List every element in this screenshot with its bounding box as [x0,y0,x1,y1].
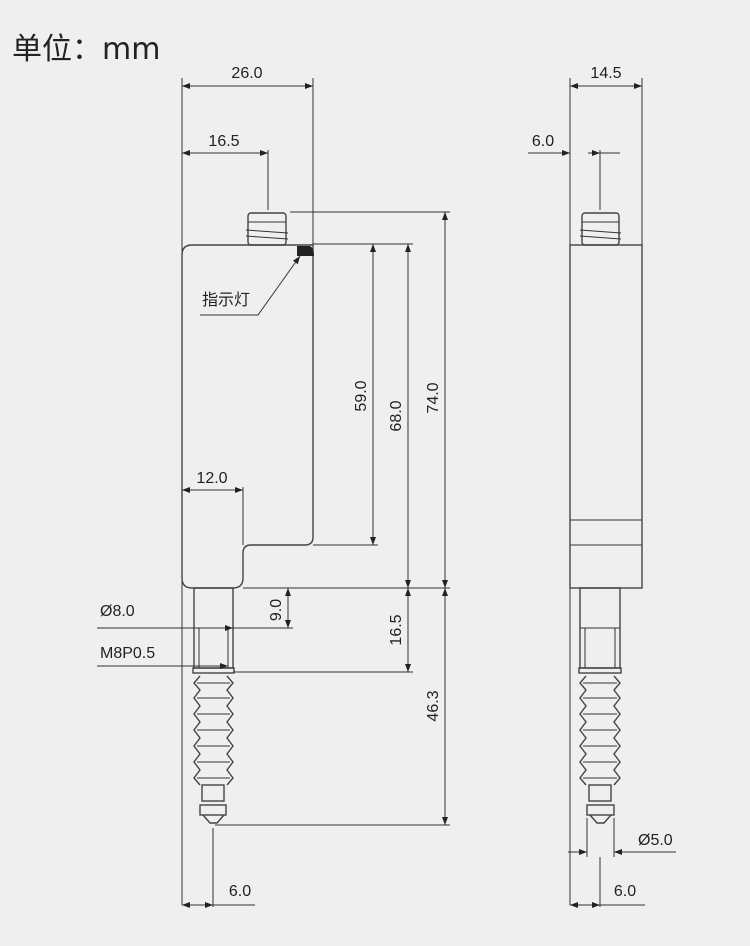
dim-12: 12.0 [196,470,227,487]
dim-6-side-top: 6.0 [532,133,554,150]
dim-14-5: 14.5 [590,65,621,82]
dim-6-side-bottom: 6.0 [614,883,636,900]
dim-26: 26.0 [231,65,262,82]
side-body [569,244,643,589]
dim-9: 9.0 [268,599,285,621]
dim-74: 74.0 [425,382,442,413]
dim-6-front: 6.0 [229,883,251,900]
unit-title: 单位：mm [12,32,161,67]
dim-68: 68.0 [388,400,405,431]
connector [245,212,289,246]
dim-46-3: 46.3 [425,690,442,721]
dim-16-5-top: 16.5 [208,133,239,150]
dim-59: 59.0 [353,380,370,411]
side-view: 14.5 6.0 Ø5.0 [528,65,676,908]
indicator-label: 指示灯 [202,290,250,309]
sensor-body [181,244,314,589]
bellows [193,675,201,786]
dim-16-5-shaft: 16.5 [388,614,405,645]
dim-diameter-5: Ø5.0 [638,832,673,849]
dim-thread: M8P0.5 [100,645,155,662]
indicator-led [297,246,314,256]
dim-diameter-8: Ø8.0 [100,603,135,620]
front-view: 26.0 16.5 指示灯 59.0 68.0 74.0 12.0 [97,65,450,908]
